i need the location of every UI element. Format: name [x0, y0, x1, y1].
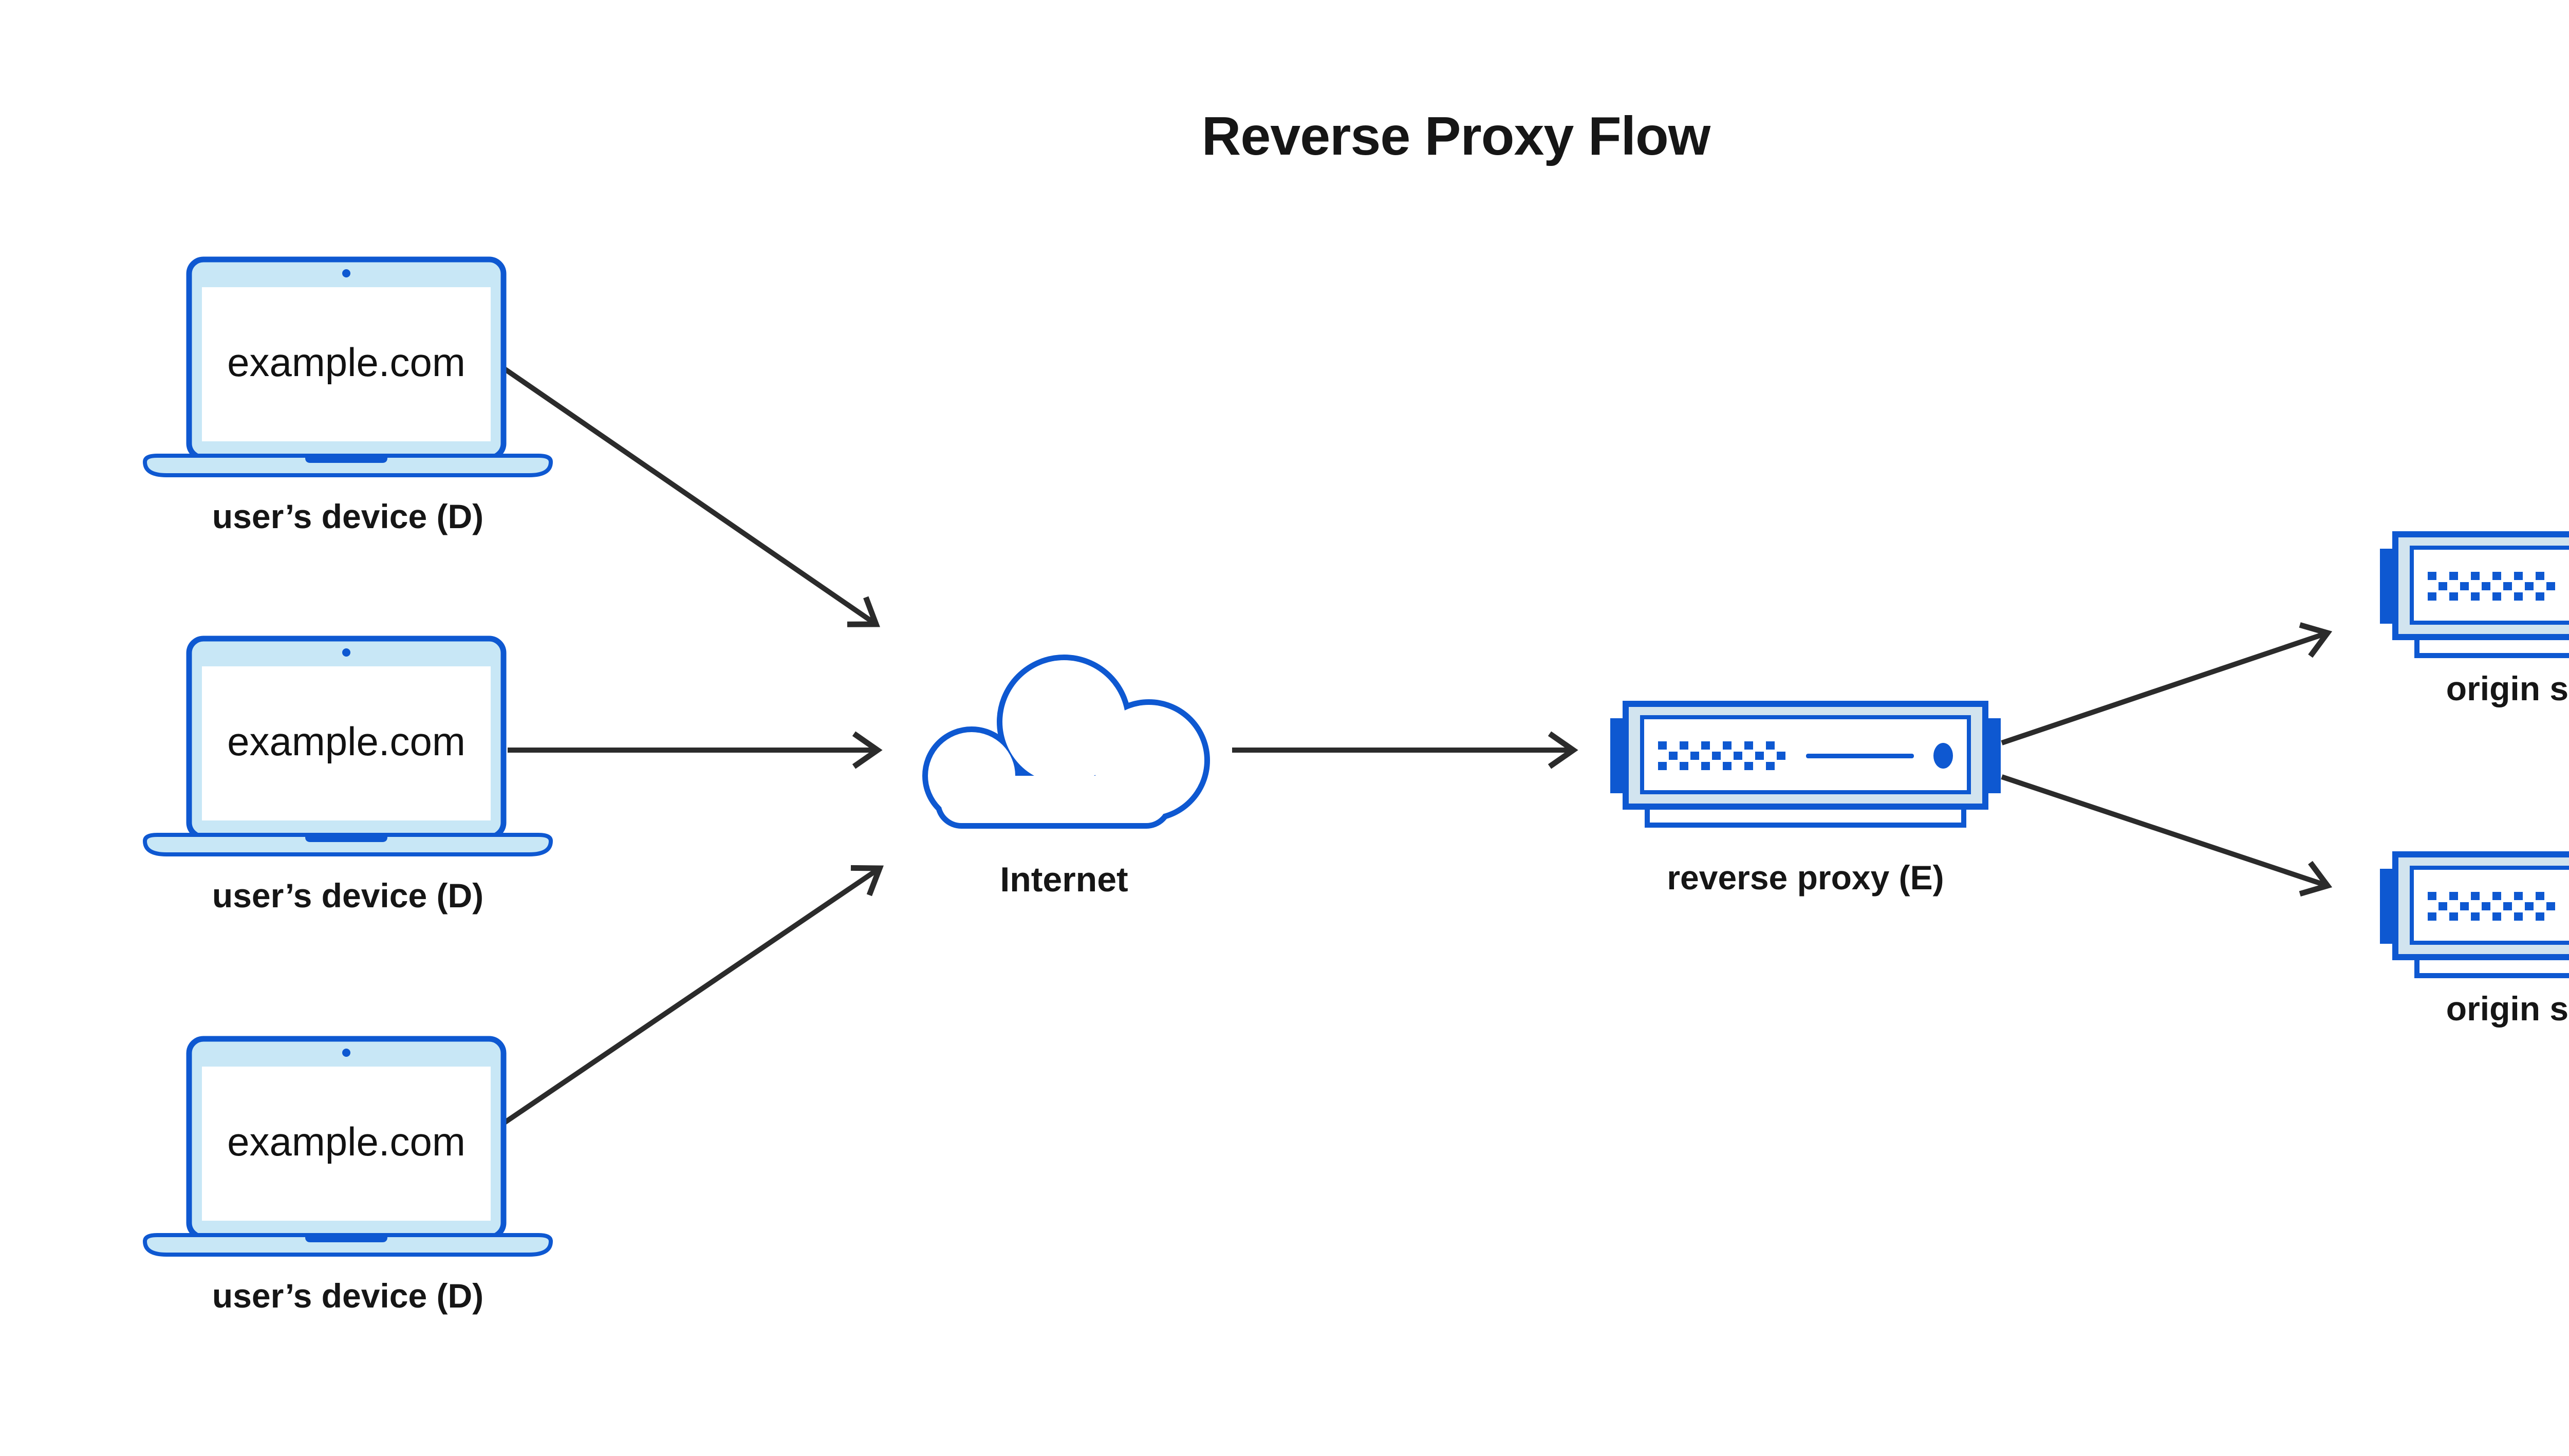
server-slot-line — [1806, 754, 1914, 758]
cloud-icon — [922, 655, 1210, 829]
laptop-base — [142, 1233, 553, 1257]
webcam-dot-icon — [342, 1049, 350, 1057]
internet-label: Internet — [1000, 860, 1128, 899]
server-icon — [2380, 531, 2569, 658]
arrow-device1-internet — [503, 366, 880, 627]
arrow-proxy-origin1 — [2001, 622, 2333, 745]
origin-server-label: origin server (F) — [2446, 990, 2569, 1028]
laptop-base-notch — [305, 1235, 387, 1242]
laptop-base-notch — [305, 456, 387, 463]
server-vent-dots — [2428, 572, 2555, 601]
device-label: user’s device (D) — [212, 497, 484, 535]
device-screen-url: example.com — [227, 1118, 466, 1164]
laptop-base-notch — [305, 835, 387, 842]
device-label: user’s device (D) — [212, 876, 484, 914]
laptop-screen — [202, 1067, 491, 1221]
server-vent-dots — [1658, 741, 1785, 770]
node-origin-server-2: origin server (F) — [2380, 851, 2569, 1028]
node-user-device-2: example.com user’s device (D) — [142, 636, 553, 914]
webcam-dot-icon — [342, 648, 350, 657]
laptop-base — [142, 454, 553, 477]
laptop-base — [142, 833, 553, 856]
server-icon — [2380, 851, 2569, 978]
reverse-proxy-label: reverse proxy (E) — [1667, 858, 1944, 897]
node-user-device-1: example.com user’s device (D) — [142, 256, 553, 535]
node-reverse-proxy: reverse proxy (E) — [1610, 701, 2001, 897]
node-origin-server-1: origin server (F) — [2380, 531, 2569, 707]
laptop-icon — [142, 636, 553, 856]
node-internet: Internet — [918, 652, 1211, 899]
webcam-dot-icon — [342, 269, 350, 277]
laptop-screen — [202, 666, 491, 820]
arrow-proxy-origin2 — [2001, 774, 2333, 897]
arrow-device3-internet — [503, 865, 884, 1125]
device-screen-url: example.com — [227, 718, 466, 764]
server-vent-dots — [2428, 892, 2555, 921]
laptop-icon — [142, 256, 553, 477]
origin-server-label: origin server (F) — [2446, 669, 2569, 707]
server-power-dot — [1933, 743, 1953, 769]
laptop-screen — [202, 287, 491, 441]
device-screen-url: example.com — [227, 339, 466, 385]
server-icon — [1610, 701, 2001, 828]
laptop-icon — [142, 1036, 553, 1257]
page-title: Reverse Proxy Flow — [1201, 106, 1710, 166]
device-label: user’s device (D) — [212, 1277, 484, 1315]
node-user-device-3: example.com user’s device (D) — [142, 1036, 553, 1315]
